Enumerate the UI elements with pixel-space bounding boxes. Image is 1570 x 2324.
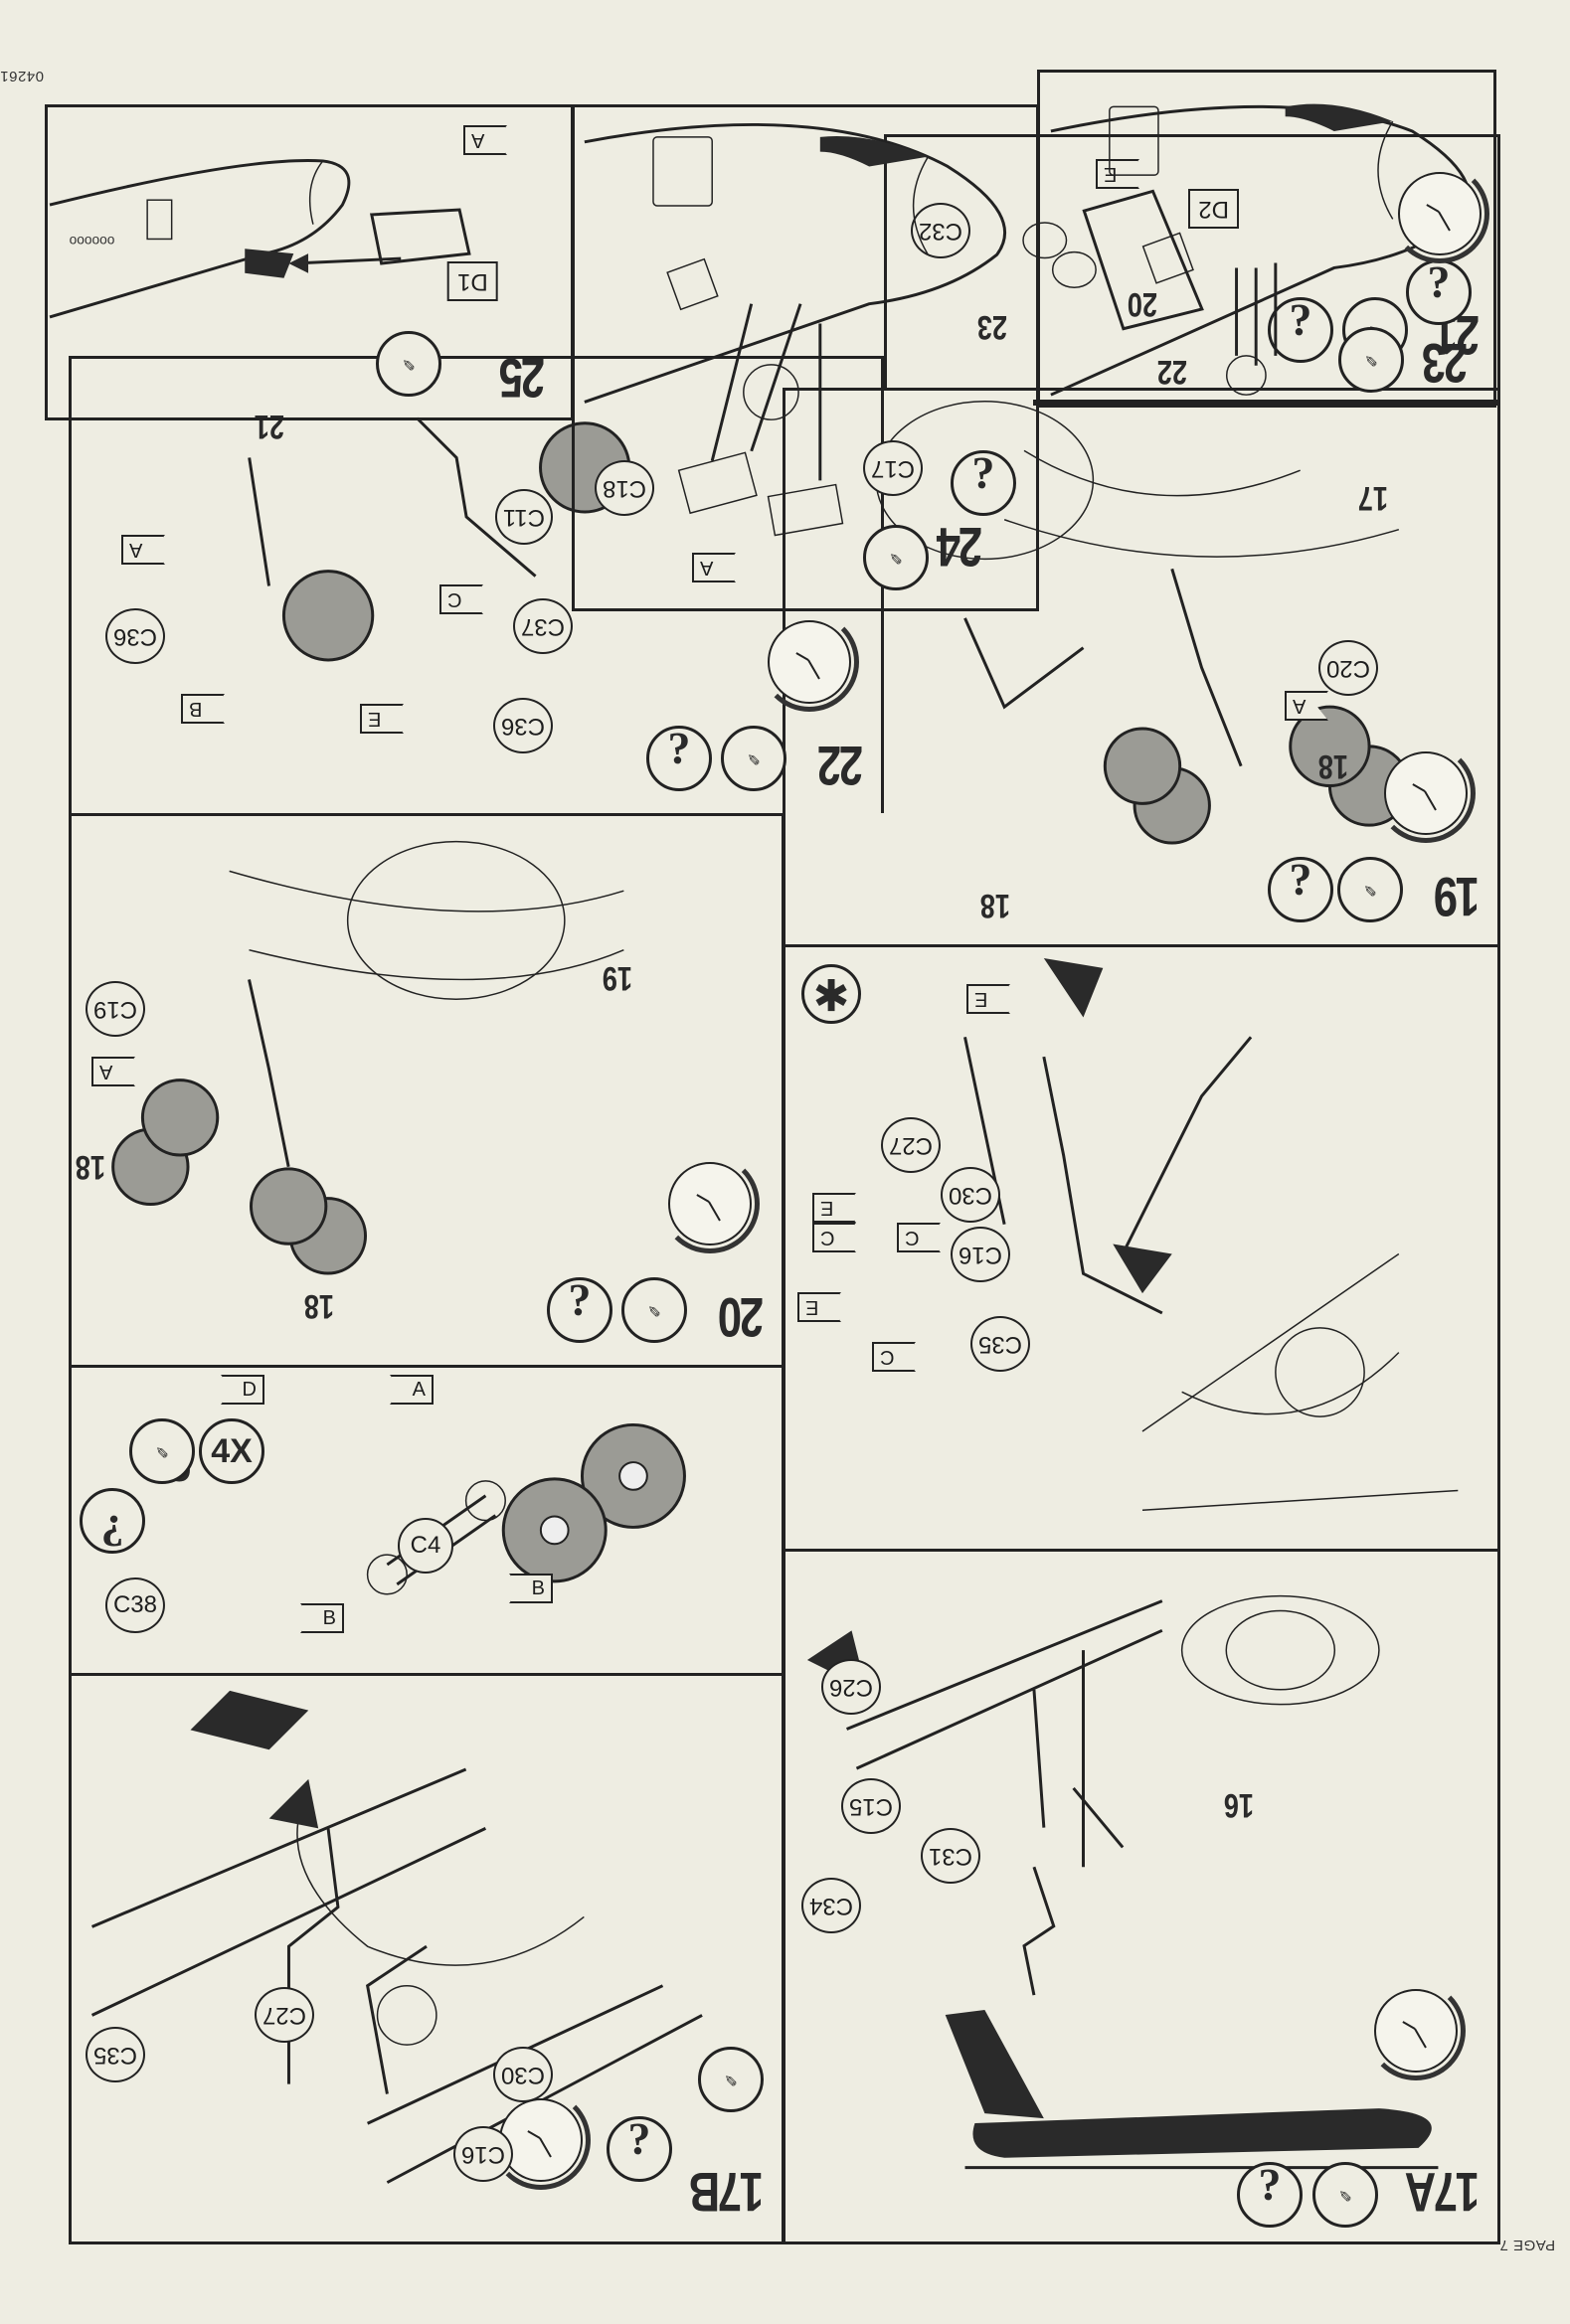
star-note-icon: ✱ (801, 964, 861, 1024)
part-callout-c37: C37 (512, 598, 573, 654)
step-number: 24 (939, 516, 982, 579)
glue-tube-icon: ✎ (129, 1418, 195, 1484)
part-number-18: 18 (75, 1148, 105, 1186)
step-17a-panel: 17A ✎ ¿ C26 C15 C31 C34 16 (783, 1549, 1500, 2244)
glue-tube-icon: ✎ (1337, 857, 1403, 922)
part-number-18: 18 (1317, 747, 1348, 785)
help-question-icon: ¿ (646, 726, 712, 791)
part-callout-c4: C4 (398, 1518, 453, 1574)
part-callout-c35: C35 (85, 2027, 145, 2082)
step-17b-panel: 17B ✎ ¿ C16 C30 C27 C35 (69, 1673, 785, 2244)
drying-time-clock-icon (499, 2098, 583, 2182)
part-callout-c16: C16 (452, 2126, 513, 2182)
part-callout-c38: C38 (104, 1577, 165, 1633)
part-callout-c30: C30 (492, 2047, 553, 2102)
glue-tube-icon: ✎ (621, 1277, 687, 1343)
part-number-16: 16 (1223, 1786, 1254, 1824)
help-question-icon: ¿ (951, 450, 1016, 516)
step-17a-illustration (806, 1594, 1439, 2170)
part-callout-c11: C11 (494, 489, 553, 545)
step-24-illustration (584, 122, 1007, 537)
step-19-panel: 19 ✎ ¿ C20 A 17 18 18 (783, 388, 1500, 944)
drying-time-clock-icon (768, 620, 851, 704)
part-callout-c17: C17 (863, 440, 924, 496)
help-question-icon: ¿ (547, 1277, 612, 1343)
part-callout-c36: C36 (104, 608, 165, 664)
part-callout-c20: C20 (1317, 640, 1378, 696)
part-number-19: 19 (602, 959, 632, 997)
step-number: 17A (1406, 2161, 1480, 2224)
part-number-17: 17 (1357, 479, 1388, 517)
svg-text:oooooo: oooooo (70, 232, 115, 247)
part-number-22: 22 (1156, 353, 1187, 391)
part-callout-c19: C19 (85, 981, 145, 1037)
parts-quantity-4x: 4X (199, 1418, 264, 1484)
part-callout-c26: C26 (820, 1659, 881, 1715)
part-callout-c18: C18 (595, 460, 655, 516)
glue-tube-icon: ✎ (1312, 2162, 1378, 2228)
step-number: 19 (1436, 866, 1480, 928)
step-25-panel: oooooo 25 ✎ D1 A (45, 104, 574, 420)
part-callout-c36: C36 (492, 698, 553, 753)
step-17-detail-panel: ✱ C27 C30 C16 C35 E E C C E C (783, 944, 1500, 1551)
step-24-panel: 24 ✎ ¿ C17 C18 A 23 (572, 104, 1039, 611)
part-number-23: 23 (976, 308, 1007, 346)
page-label: PAGE 7 (1499, 2237, 1556, 2253)
help-question-icon: ¿ (80, 1488, 145, 1554)
step-20-illustration (111, 840, 624, 1275)
part-callout-c30: C30 (940, 1167, 1000, 1223)
step-number: 17B (690, 2161, 764, 2224)
kit-code: 04261 (0, 68, 44, 84)
step-25-illustration: oooooo (49, 159, 471, 319)
drying-time-clock-icon (1384, 751, 1468, 835)
help-question-icon: ¿ (1237, 2162, 1303, 2228)
glue-tube-icon: ✎ (863, 525, 929, 590)
step-number: 23 (1424, 332, 1468, 395)
help-question-icon: ¿ (1268, 857, 1333, 922)
part-callout-c31: C31 (920, 1828, 980, 1884)
part-number-18: 18 (303, 1287, 334, 1325)
step-number: 22 (819, 735, 863, 797)
decal-box-d1: D1 (447, 261, 498, 301)
glue-tube-icon: ✎ (1338, 327, 1404, 393)
drying-time-clock-icon (668, 1162, 752, 1245)
part-callout-c27: C27 (880, 1117, 941, 1173)
help-question-icon: ¿ (607, 2116, 672, 2182)
step-19-illustration (875, 401, 1411, 845)
step-17b-illustration (90, 1690, 703, 2184)
step-23-panel: 23 ✎ ¿ 20 22 (1037, 70, 1496, 408)
part-callout-c15: C15 (840, 1778, 901, 1834)
step-number: 25 (501, 347, 545, 410)
drying-time-clock-icon (1398, 172, 1482, 255)
step-18-panel: 18 4X ✎ ¿ C38 C4 D A B B (69, 1365, 785, 1673)
glue-tube-icon: ✎ (376, 331, 441, 397)
part-callout-c27: C27 (254, 1987, 314, 2043)
step-number: 20 (720, 1286, 764, 1349)
step-20-panel: 20 ✎ ¿ C19 A 19 18 18 (69, 813, 785, 1365)
part-number-20: 20 (1127, 285, 1157, 323)
step-21-illustration (1022, 189, 1204, 331)
glue-tube-icon: ✎ (698, 2047, 764, 2112)
glue-tube-icon: ✎ (721, 726, 786, 791)
part-number-18: 18 (979, 887, 1010, 924)
main-gear-detail-illustration (963, 957, 1459, 1512)
help-question-icon: ¿ (1406, 259, 1472, 325)
part-callout-c34: C34 (800, 1878, 861, 1933)
step-21-panel: 21 ✎ ¿ C32 D2 E (884, 134, 1500, 388)
part-callout-c16: C16 (950, 1227, 1010, 1282)
part-callout-c35: C35 (969, 1316, 1030, 1372)
drying-time-clock-icon (1374, 1989, 1458, 2073)
